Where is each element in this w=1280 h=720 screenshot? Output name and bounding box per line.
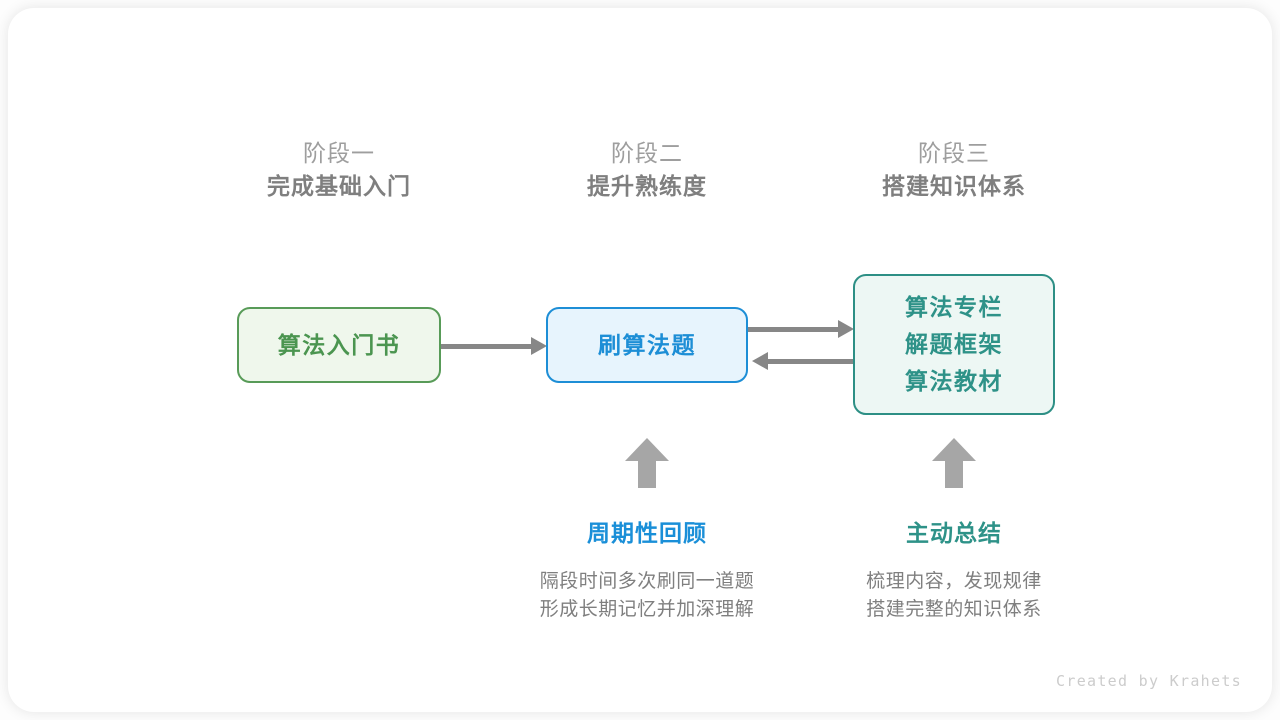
- stage-1-title: 完成基础入门: [267, 173, 411, 199]
- connector-line: [748, 327, 840, 332]
- stage-2-subtitle: 阶段二: [611, 140, 683, 166]
- arrowhead-right: [838, 320, 854, 338]
- note-desc-line-1: 梳理内容，发现规律: [866, 571, 1042, 592]
- node-learning-resources[interactable]: 算法专栏 解题框架 算法教材: [853, 274, 1055, 415]
- node-label: 算法入门书: [277, 331, 401, 358]
- arrowhead-right: [531, 337, 547, 355]
- note-active-summary: 主动总结 梳理内容，发现规律 搭建完整的知识体系: [804, 516, 1104, 624]
- note-desc-line-1: 隔段时间多次刷同一道题: [539, 571, 755, 592]
- stage-header-2: 阶段二 提升熟练度: [517, 138, 777, 204]
- stage-2-title: 提升熟练度: [587, 173, 707, 199]
- connector-practice-to-resources: [748, 320, 858, 338]
- node-practice-problems[interactable]: 刷算法题: [546, 307, 748, 383]
- up-arrow-head: [625, 438, 669, 461]
- up-arrow-stem: [945, 459, 963, 488]
- connector-line: [766, 359, 858, 364]
- stage-header-1: 阶段一 完成基础入门: [209, 138, 469, 204]
- stage-3-subtitle: 阶段三: [918, 140, 990, 166]
- node-label-3: 算法教材: [905, 368, 1003, 394]
- stage-1-subtitle: 阶段一: [303, 140, 375, 166]
- connector-resources-to-practice: [748, 352, 858, 370]
- note-title: 主动总结: [906, 520, 1002, 546]
- stage-header-3: 阶段三 搭建知识体系: [824, 138, 1084, 204]
- up-arrow-head: [932, 438, 976, 461]
- connector-book-to-practice: [441, 337, 550, 355]
- connector-line: [441, 344, 533, 349]
- stage-3-title: 搭建知识体系: [882, 173, 1026, 199]
- node-algorithm-intro-book[interactable]: 算法入门书: [237, 307, 441, 383]
- up-arrow-summary: [932, 438, 976, 488]
- node-label-2: 解题框架: [905, 331, 1003, 357]
- note-desc-line-2: 搭建完整的知识体系: [866, 599, 1042, 620]
- node-label: 刷算法题: [598, 331, 696, 358]
- diagram-card: 阶段一 完成基础入门 阶段二 提升熟练度 阶段三 搭建知识体系 算法入门书 刷算…: [8, 8, 1272, 712]
- node-label-1: 算法专栏: [905, 294, 1003, 320]
- arrowhead-left: [752, 352, 768, 370]
- note-periodic-review: 周期性回顾 隔段时间多次刷同一道题 形成长期记忆并加深理解: [497, 516, 797, 624]
- note-title: 周期性回顾: [587, 520, 707, 546]
- note-desc-line-2: 形成长期记忆并加深理解: [539, 599, 755, 620]
- up-arrow-review: [625, 438, 669, 488]
- credit-text: Created by Krahets: [1056, 672, 1242, 690]
- up-arrow-stem: [638, 459, 656, 488]
